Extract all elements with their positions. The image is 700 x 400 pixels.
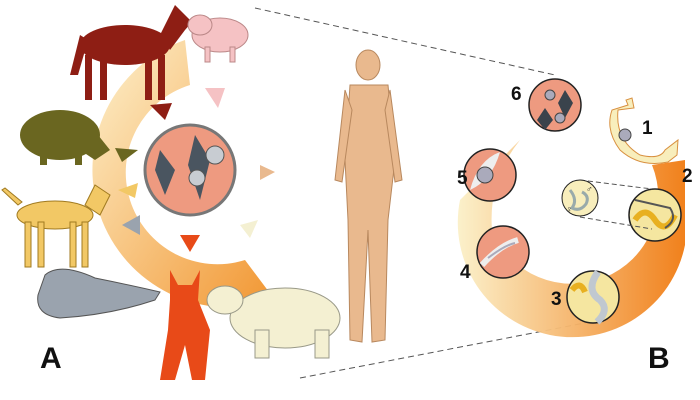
stage-label-5: 5 [457,168,468,189]
dog-icon [1,184,111,268]
stage-1-stomach [609,97,679,164]
panel-label-b: B [648,342,670,375]
stage-label-3: 3 [551,289,562,310]
muscle-larvae-circle [143,123,237,217]
zoom-connector-lines [254,7,591,379]
stage-label-1: 1 [642,118,653,139]
polar-bear-icon [206,285,341,359]
horse-icon [70,5,192,100]
female-symbol: ♀ [566,204,573,214]
stage-2-intestine-adults [628,188,682,242]
stage-6-muscle-cysts [528,78,582,132]
stage-label-4: 4 [460,262,471,283]
fox-icon [160,270,210,380]
male-symbol: ♂ [586,184,593,194]
stage-label-2: 2 [682,166,693,187]
panel-a-host-ring [92,40,276,308]
stage-5-encysted-larva [463,148,517,202]
panel-label-a: A [40,342,62,375]
walrus-icon [37,268,161,319]
host-arrow-triangles [115,88,275,252]
stage-3-intestinal-mucosa [566,269,620,325]
stage-label-6: 6 [511,84,522,105]
pig-icon [187,14,249,63]
human-figure [334,49,403,343]
adult-worms-detail: ♂ ♀ [561,179,653,230]
panel-b-lifecycle-arc [457,140,685,338]
stage-4-larva-in-muscle [476,225,530,279]
wild-boar-icon [20,110,110,165]
